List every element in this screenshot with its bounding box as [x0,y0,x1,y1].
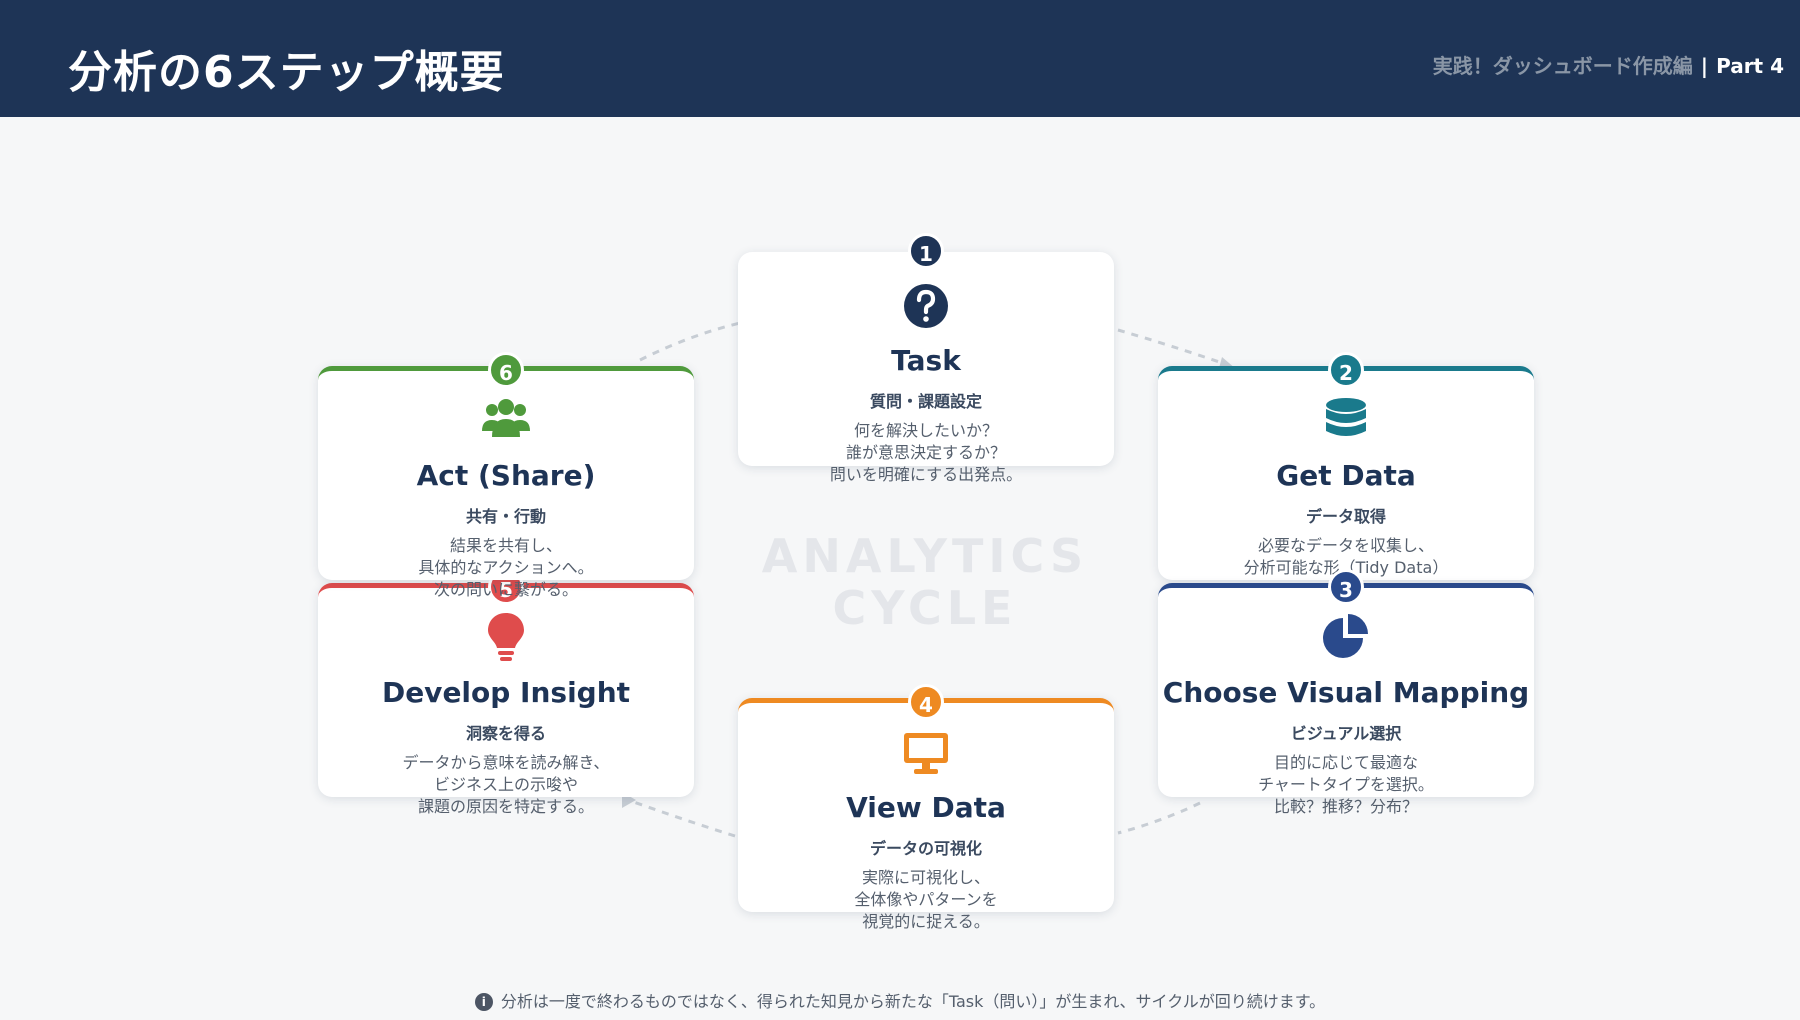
users-icon [482,399,530,437]
step-number-badge: 3 [1328,569,1364,605]
step-number-badge: 2 [1328,352,1364,388]
header-bar: 分析の6ステップ概要 実践！ダッシュボード作成編 | Part 4 [0,0,1800,117]
pie-chart-icon [1323,614,1368,658]
connector-6-1 [639,321,741,362]
step-title: Develop Insight [381,676,631,709]
step-description: 目的に応じて最適な チャートタイプを選択。 比較？推移？分布？ [1258,753,1434,816]
step-description: 実際に可視化し、 全体像やパターンを 視覚的に捉える。 [854,868,998,931]
step-card-get-data[interactable]: 2 Get Data データ取得 必要なデータを収集し、 分析可能な形（Tidy… [1158,352,1534,580]
footer-note: i 分析は一度で終わるものではなく、得られた知見から新たな「Task（問い）」が生… [0,988,1800,1012]
step-subtitle: ビジュアル選択 [1290,724,1402,743]
step-subtitle: 共有・行動 [465,507,546,526]
step-title: Get Data [1276,459,1416,492]
watermark-line-1: ANALYTICS [761,529,1089,583]
step-description: 必要なデータを収集し、 分析可能な形（Tidy Data） [1243,536,1449,577]
step-description: 結果を共有し、 具体的なアクションへ。 次の問いに繋がる。 [418,536,594,599]
part-label: Part 4 [1716,54,1784,78]
step-card-develop-insight[interactable]: 5 Develop Insight 洞察を得る データから意味を読み解き、 ビジ… [318,569,694,816]
step-title: Task [891,344,961,377]
step-subtitle: データの可視化 [869,839,982,858]
watermark-line-2: CYCLE [832,581,1018,635]
question-circle-icon [904,284,948,328]
separator: | [1700,54,1709,78]
series-name: 実践！ダッシュボード作成編 [1432,54,1693,78]
step-card-act-share[interactable]: 6 Act (Share) 共有・行動 結果を共有し、 具体的なアクションへ。 … [318,352,694,599]
step-number-badge: 1 [908,233,944,269]
database-icon [1326,398,1366,436]
step-subtitle: 質問・課題設定 [869,392,982,411]
step-subtitle: 洞察を得る [465,724,546,743]
step-card-choose-visual-mapping[interactable]: 3 Choose Visual Mapping ビジュアル選択 目的に応じて最適… [1158,569,1534,816]
series-label: 実践！ダッシュボード作成編 | Part 4 [1433,50,1784,79]
step-description: データから意味を読み解き、 ビジネス上の示唆や 課題の原因を特定する。 [402,753,610,816]
lightbulb-icon [488,613,524,661]
footer-text: 分析は一度で終わるものではなく、得られた知見から新たな「Task（問い）」が生ま… [500,992,1326,1011]
info-icon: i [474,993,493,1011]
step-subtitle: データ取得 [1305,507,1386,526]
monitor-icon [904,733,948,774]
step-description: 何を解決したいか？ 誰が意思決定するか？ 問いを明確にする出発点。 [829,421,1023,484]
step-number-badge: 6 [488,352,524,388]
step-title: Act (Share) [416,459,596,492]
cycle-watermark: ANALYTICS CYCLE [750,530,1100,634]
step-title: View Data [846,791,1006,824]
step-number-badge: 4 [908,684,944,720]
step-card-view-data[interactable]: 4 View Data データの可視化 実際に可視化し、 全体像やパターンを 視… [738,684,1114,931]
step-title: Choose Visual Mapping [1162,676,1530,709]
step-card-task[interactable]: 1 Task 質問・課題設定 何を解決したいか？ 誰が意思決定するか？ 問いを明… [738,233,1114,484]
page-title: 分析の6ステップ概要 [68,47,505,98]
connector-1-2 [1117,328,1229,367]
